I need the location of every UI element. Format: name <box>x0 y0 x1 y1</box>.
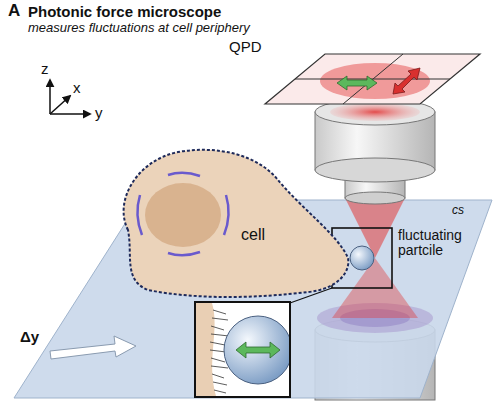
illustration-part <box>211 334 229 336</box>
quadrant-line <box>295 79 450 80</box>
inset-zoom <box>195 302 292 397</box>
particle-label: fluctuating partcile <box>398 228 490 259</box>
axis-label: z <box>41 60 49 77</box>
cell-outline <box>124 150 349 297</box>
illustration-part <box>236 342 280 358</box>
panel-letter: A <box>8 1 20 21</box>
nucleus <box>145 183 221 247</box>
illustration-part <box>50 113 90 115</box>
signal-arrow <box>393 68 420 94</box>
illustration-part <box>224 316 289 384</box>
illustration-part <box>330 103 420 121</box>
upper-objective <box>315 99 435 204</box>
cell-shape: cell <box>108 140 353 305</box>
illustration-part <box>211 366 228 368</box>
beam-spot <box>320 63 430 99</box>
axis-label: x <box>73 79 81 96</box>
illustration-part <box>212 318 228 320</box>
cytoskeleton-arc <box>168 252 200 255</box>
axes-triad <box>50 80 90 114</box>
illustration-part <box>210 342 225 345</box>
illustration-part <box>315 158 435 182</box>
illustration-part <box>212 374 224 378</box>
illustration-part <box>213 382 227 385</box>
illustration-part <box>211 358 225 362</box>
shift-arrow <box>50 336 136 359</box>
shape-outline <box>225 36 487 112</box>
particle <box>350 246 374 270</box>
signal-arrow <box>337 76 377 90</box>
node-label: cell <box>241 226 265 244</box>
cytoskeleton-arc <box>168 173 200 176</box>
illustration-part <box>49 80 51 114</box>
shift-label: Δy <box>20 328 39 345</box>
figure-title: Photonic force microscope <box>28 3 221 20</box>
node-label: QPD <box>229 38 262 55</box>
illustration-part <box>196 303 289 396</box>
detector-qpd: QPD <box>225 36 487 112</box>
coverslip-label: cs <box>452 204 464 218</box>
detector-plate <box>265 54 480 104</box>
illustration-part <box>211 326 224 330</box>
cytoskeleton-arc <box>137 195 142 235</box>
illustration-part <box>195 302 290 397</box>
illustration-part <box>214 390 226 393</box>
cytoskeleton-arc <box>224 195 229 235</box>
coverslip <box>14 200 492 398</box>
axis-label: y <box>95 104 103 121</box>
illustration-part <box>345 192 405 204</box>
illustration-part <box>195 302 290 397</box>
illustration-part <box>50 96 70 114</box>
illustration-part <box>213 310 226 314</box>
shape-outline <box>108 140 353 305</box>
subtitle: measures fluctuations at cell periphery <box>28 21 250 36</box>
